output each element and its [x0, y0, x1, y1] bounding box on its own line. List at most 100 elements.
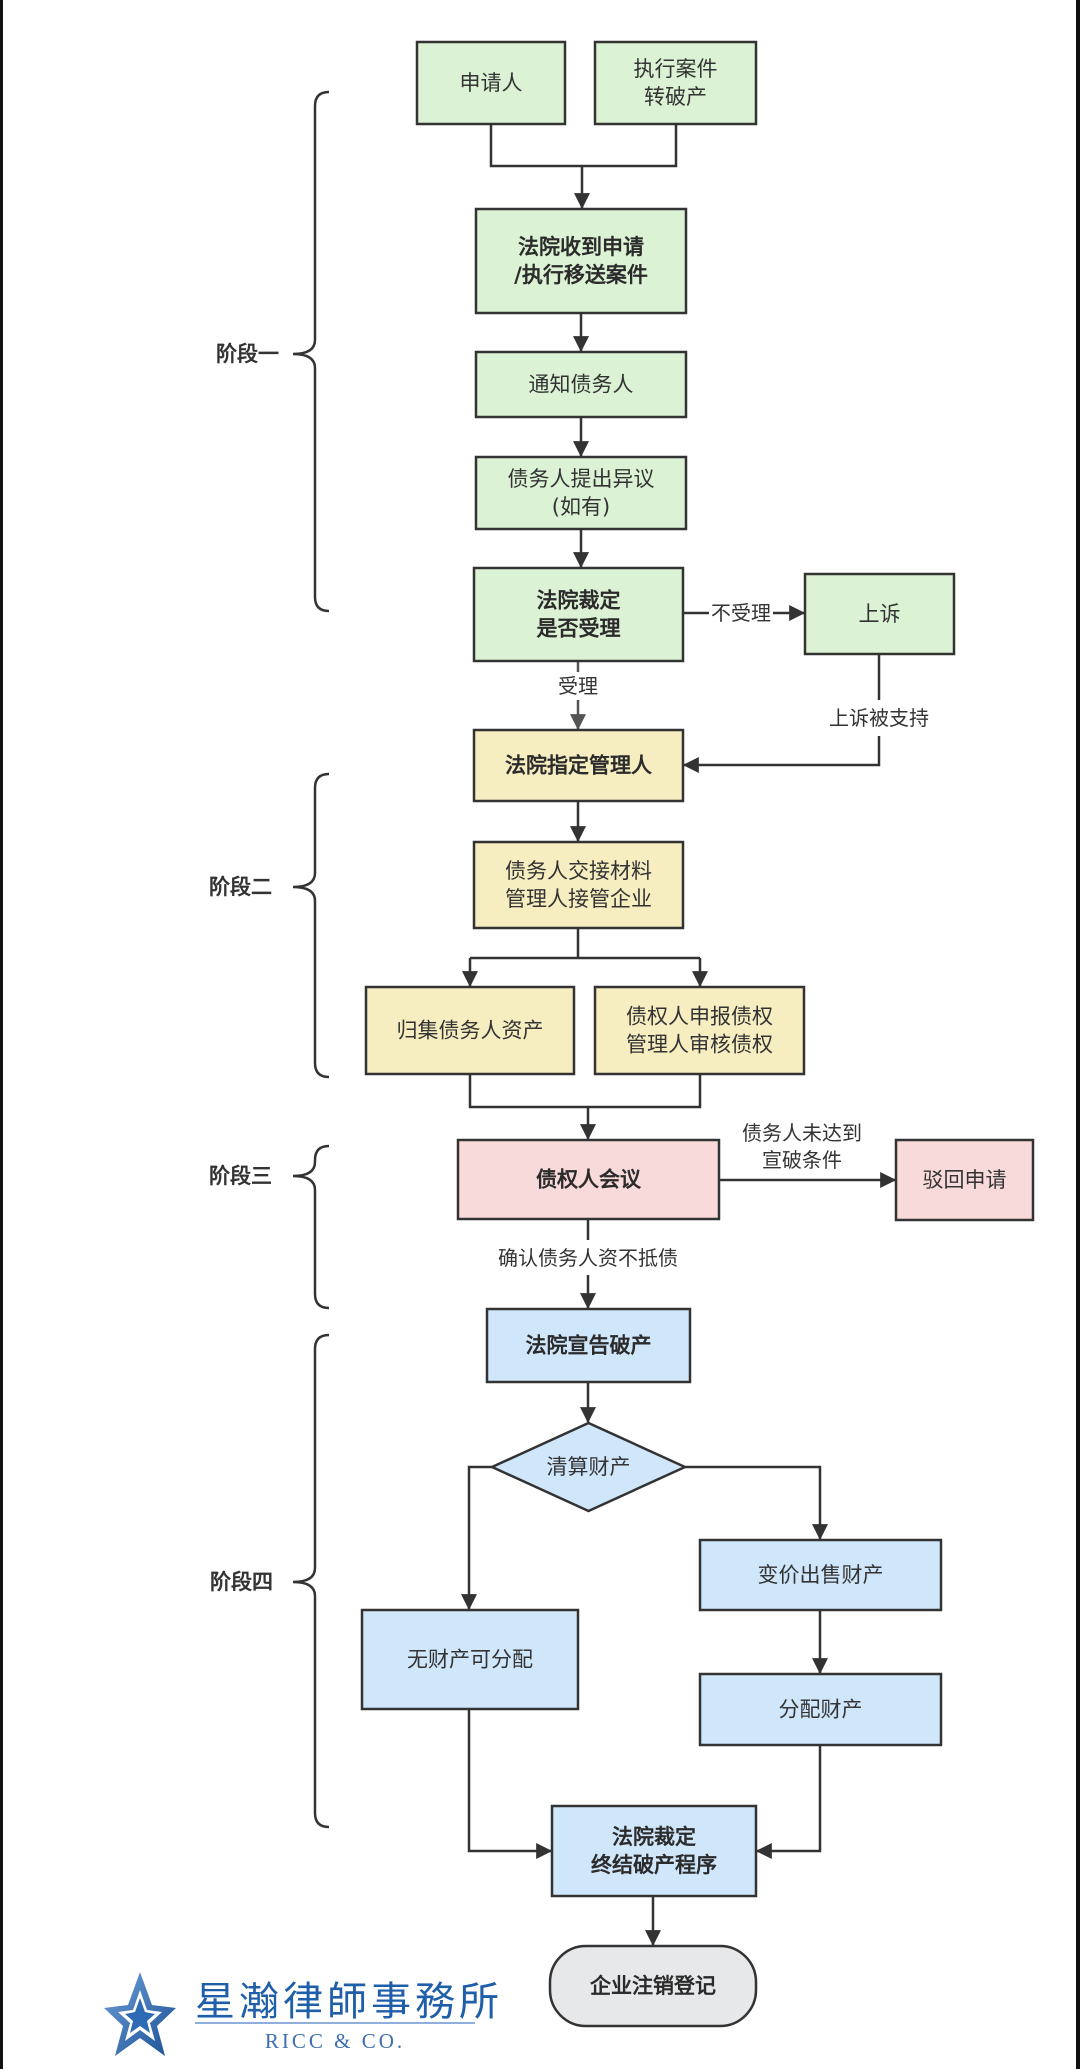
- decision-diamond: [488, 1421, 689, 1513]
- node-label: 法院收到申请: [518, 235, 644, 259]
- node-label: 债权人会议: [536, 1168, 642, 1192]
- node-label: 管理人审核债权: [626, 1033, 773, 1057]
- node-label: 企业注销登记: [589, 1974, 716, 1998]
- node-applicant[interactable]: 申请人: [415, 40, 567, 126]
- edge-label-bg: [709, 601, 773, 625]
- node-label: 分配财产: [779, 1698, 863, 1722]
- node-label: 债权人申报债权: [626, 1005, 773, 1029]
- node-label: (如有): [552, 495, 610, 519]
- merge-line: [489, 124, 678, 168]
- edge-label: 宣破条件: [762, 1148, 842, 1172]
- stage-label-s3: 阶段三: [209, 1164, 272, 1188]
- stage-label-s2: 阶段二: [209, 875, 272, 899]
- node-sell-assets[interactable]: 变价出售财产: [698, 1538, 943, 1612]
- process-box: [803, 572, 956, 656]
- stage-label-s1: 阶段一: [216, 342, 279, 366]
- node-appeal[interactable]: 上诉: [803, 572, 956, 656]
- node-debtor-objection[interactable]: 债务人提出异议 (如有): [474, 455, 688, 531]
- process-box: [550, 1804, 758, 1898]
- node-label: 转破产: [644, 85, 707, 109]
- node-court-receives[interactable]: 法院收到申请/执行移送案件: [474, 207, 688, 315]
- node-label: 债务人交接材料: [505, 859, 652, 883]
- process-box: [593, 40, 758, 126]
- node-label: 无财产可分配: [407, 1648, 533, 1672]
- brace-s2: [292, 772, 330, 1079]
- edge-no-assets-to-terminate: [467, 1709, 553, 1859]
- edge-label: 确认债务人资不抵债: [498, 1246, 678, 1270]
- edge-label-bg: [496, 1246, 680, 1270]
- process-box: [474, 455, 688, 531]
- node-label: 通知债务人: [529, 373, 634, 397]
- node-label: 是否受理: [537, 617, 621, 641]
- node-court-appoints-admin[interactable]: 法院指定管理人: [472, 728, 685, 803]
- node-dismiss[interactable]: 驳回申请: [894, 1138, 1035, 1222]
- node-deregister[interactable]: 企业注销登记: [548, 1944, 758, 2028]
- logo-name-cn: 星瀚律師事務所: [195, 1979, 503, 2025]
- process-box: [364, 985, 576, 1076]
- edge-label: 受理: [558, 674, 598, 698]
- frame-right-border: [1076, 0, 1080, 2069]
- terminal-shape: [548, 1944, 758, 2028]
- logo-name-en: RICC & CO.: [265, 2029, 405, 2053]
- process-box: [894, 1138, 1035, 1222]
- node-label: 变价出售财产: [758, 1563, 884, 1587]
- node-label: 申请人: [460, 71, 523, 95]
- node-notify-debtor[interactable]: 通知债务人: [474, 350, 688, 419]
- node-label: 清算财产: [547, 1455, 631, 1479]
- stage-label-s4: 阶段四: [210, 1570, 273, 1594]
- edge-label: 上诉被支持: [829, 706, 929, 730]
- node-label: 管理人接管企业: [505, 887, 652, 911]
- node-label: 法院宣告破产: [526, 1334, 652, 1358]
- node-no-assets[interactable]: 无财产可分配: [360, 1608, 580, 1711]
- process-box: [415, 40, 567, 126]
- node-label: 执行案件: [634, 57, 718, 81]
- edge-distribute-to-terminate: [755, 1745, 822, 1859]
- edge-to-sell: [685, 1465, 828, 1541]
- brace-s4: [292, 1333, 330, 1829]
- edge-appeal-b: [682, 736, 881, 773]
- process-box: [698, 1672, 943, 1747]
- frame-left-border: [0, 0, 3, 2069]
- edge-label: 不受理: [711, 601, 771, 625]
- process-box: [474, 350, 688, 419]
- node-collect-assets[interactable]: 归集债务人资产: [364, 985, 576, 1076]
- process-box: [456, 1138, 721, 1221]
- node-liquidate[interactable]: 清算财产: [488, 1421, 689, 1513]
- node-label: 法院裁定: [537, 589, 621, 613]
- process-box: [474, 207, 688, 315]
- logo-underline: [195, 2022, 475, 2024]
- process-box: [472, 840, 685, 930]
- process-box: [360, 1608, 580, 1711]
- node-label: 驳回申请: [923, 1168, 1007, 1192]
- node-label: 终结破产程序: [591, 1853, 717, 1877]
- node-label: 法院裁定: [612, 1825, 696, 1849]
- edge-label-bg: [827, 706, 931, 730]
- process-box: [472, 566, 685, 663]
- edge-to-no-assets: [461, 1465, 492, 1611]
- edge-label-bg: [556, 674, 600, 698]
- edges: [461, 124, 897, 1947]
- node-creditors-meeting[interactable]: 债权人会议: [456, 1138, 721, 1221]
- brace-s3: [292, 1144, 330, 1310]
- process-box: [472, 728, 685, 803]
- node-label: 上诉: [859, 602, 901, 626]
- process-box: [698, 1538, 943, 1612]
- node-distribute[interactable]: 分配财产: [698, 1672, 943, 1747]
- node-label: 债务人提出异议: [508, 467, 655, 491]
- merge-line-2: [468, 1074, 702, 1109]
- node-label: 法院指定管理人: [505, 754, 652, 778]
- node-label: 归集债务人资产: [397, 1019, 544, 1043]
- node-declare-bankruptcy[interactable]: 法院宣告破产: [485, 1307, 692, 1384]
- edge-label: 债务人未达到: [742, 1121, 862, 1145]
- logo: 星瀚律師事務所 RICC & CO.: [104, 1972, 503, 2056]
- brace-s1: [292, 90, 330, 613]
